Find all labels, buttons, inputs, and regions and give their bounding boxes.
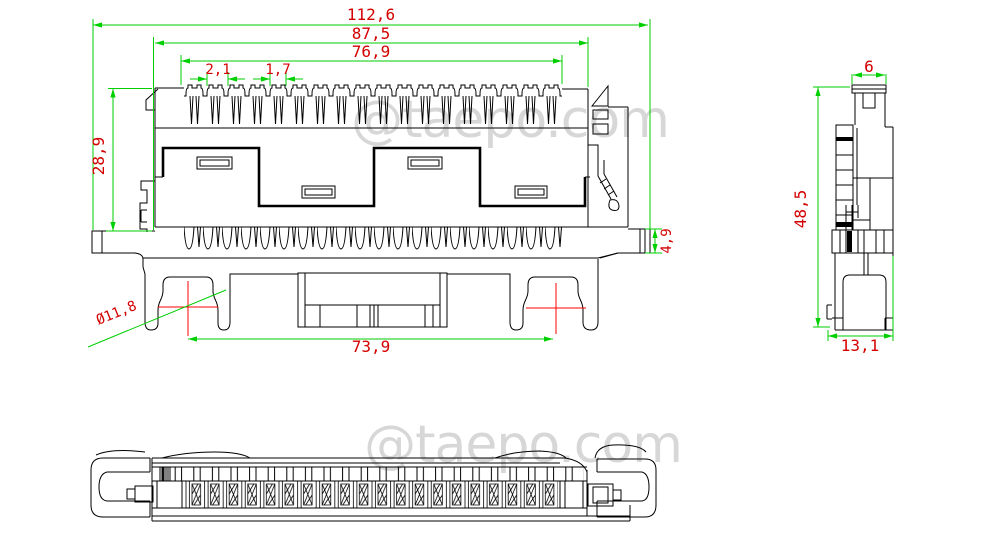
dimension-labels: 112,6 87,5 76,9 2,1 1,7 28,9 4,9 Ø11,8 7… <box>89 5 879 356</box>
band-dark-cell <box>847 231 852 252</box>
hole-centerlines <box>158 281 586 336</box>
contact-cell-row <box>185 481 558 508</box>
upper-slot-row <box>160 467 584 481</box>
dim-contact-width-label: 76,9 <box>352 42 391 61</box>
label-windows <box>196 156 548 199</box>
front-step-contour <box>155 146 590 208</box>
front-view <box>91 84 651 336</box>
front-mounting-bracket <box>142 252 619 331</box>
dim-mid-width-label: 87,5 <box>352 24 391 43</box>
dim-depth-label: 13,1 <box>841 336 880 355</box>
front-left-latch <box>139 180 155 232</box>
front-body-outline <box>145 84 629 254</box>
dimension-lines <box>87 19 894 348</box>
bottom-band <box>151 450 631 522</box>
stack-dark-band-2 <box>836 222 853 227</box>
side-view <box>826 84 894 331</box>
dim-hole-diameter-label: Ø11,8 <box>94 298 139 329</box>
serration-strip <box>184 227 564 254</box>
stack-dark-band-1 <box>836 137 853 141</box>
front-flanges <box>91 228 651 260</box>
contact-teeth-row <box>184 84 562 128</box>
bottom-view <box>90 444 657 522</box>
dim-overall-width-label: 112,6 <box>347 5 395 24</box>
dim-top-width-label: 6 <box>864 57 874 76</box>
bottom-right-hook <box>587 444 657 518</box>
dim-flange-height-label: 4,9 <box>659 228 675 253</box>
watermark-bottom: @taepo.com <box>364 415 682 475</box>
dim-slot-pitch-b-label: 1,7 <box>265 62 290 78</box>
dim-overall-height-label: 48,5 <box>791 190 810 229</box>
dim-leg-span-label: 73,9 <box>352 337 391 356</box>
bottom-left-hook <box>90 450 154 518</box>
dim-body-height-label: 28,9 <box>89 137 108 176</box>
front-right-latch <box>588 84 620 211</box>
dim-slot-pitch-a-label: 2,1 <box>205 62 230 78</box>
